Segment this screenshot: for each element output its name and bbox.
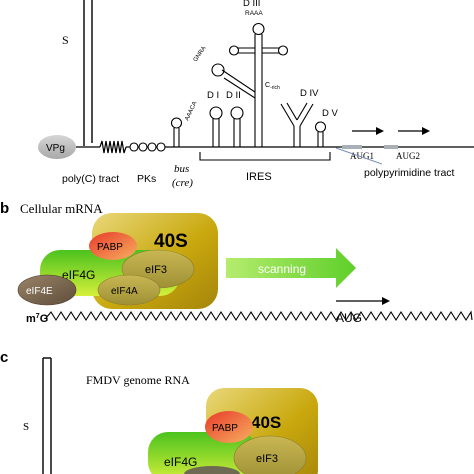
panel-b-title: Cellular mRNA (20, 201, 103, 216)
raaa-motif-label: RAAA (245, 10, 263, 17)
polypyrimidine-segment-1 (342, 145, 362, 149)
m7g-cap-label: m7G (26, 313, 48, 325)
panel-c-title: FMDV genome RNA (86, 373, 190, 387)
aug2-label: AUG2 (396, 151, 420, 161)
polyc-tract-zigzag (99, 140, 127, 154)
aug1-arrow-head (376, 127, 384, 135)
pabp-factor-b (89, 232, 137, 260)
eif3-factor-c (233, 435, 307, 474)
cap-7: 7 (36, 313, 40, 320)
polypyrimidine-label: polypyrimidine tract (364, 167, 455, 179)
d3-gnra-arm-bottom (223, 77, 256, 99)
pabp-label-c: PABP (212, 423, 238, 434)
pk-loop-2 (138, 142, 148, 152)
pk-loop-1 (129, 142, 139, 152)
vpg-protein (38, 135, 76, 159)
pabp-label-b: PABP (97, 242, 123, 253)
eif4g-label-b: eIF4G (62, 268, 95, 282)
cap-g: G (40, 313, 49, 325)
ribosome-40s-label-c: 40S (251, 413, 281, 432)
polyc-tract-label: poly(C) tract (62, 173, 119, 185)
d1-loop (209, 106, 223, 120)
eif4g-label-c: eIF4G (164, 455, 197, 469)
eif4a-factor-b (97, 274, 161, 306)
mrna-wave-b (45, 310, 473, 322)
eif3-label-c: eIF3 (256, 453, 278, 465)
d4-label: D IV (300, 88, 319, 99)
d5-label: D V (322, 108, 339, 119)
aug1-label: AUG1 (350, 151, 374, 161)
pabp-factor-c (205, 411, 253, 443)
d1-label: D I (207, 90, 219, 101)
eif3-label-b: eIF3 (145, 264, 167, 276)
eif4e-label-b: eIF4E (26, 286, 53, 297)
ires-label: IRES (246, 171, 272, 183)
raaa-loop (252, 22, 265, 36)
polypyrimidine-pointer (335, 147, 383, 165)
scanning-label: scanning (258, 262, 306, 276)
d4-left-arm-inner (286, 102, 298, 121)
cre-loop (170, 117, 183, 129)
cre-label: (cre) (172, 177, 193, 189)
scanning-arrow (226, 248, 356, 288)
ires-bracket (199, 152, 331, 161)
polypyrimidine-segment-2 (384, 145, 398, 149)
crich-sub: -rich (270, 85, 280, 91)
d2-label: D II (226, 90, 241, 101)
d4-right-arm-outer (299, 103, 314, 127)
pk-loop-4 (156, 142, 166, 152)
d3-right-loop (277, 45, 289, 56)
d3-label: D III (243, 0, 260, 9)
vpg-label: VPg (46, 143, 65, 154)
d3-gnra-arm-top (221, 69, 256, 93)
aaaca-motif-label: AAACA (184, 101, 198, 122)
panel-a: S VPg poly(C) tract PKs bus (cre) AAACA … (38, 0, 474, 189)
panel-b: b Cellular mRNA 40S eIF4G PABP eIF3 eIF4… (0, 200, 473, 325)
aug-arrow-head-b (382, 297, 390, 305)
gnra-motif-label: GNRA (193, 45, 208, 63)
eif4a-label-b: eIF4A (111, 286, 138, 297)
panel-c-letter: c (0, 349, 8, 366)
d4-left-arm-outer (280, 103, 295, 127)
bus-label: bus (174, 163, 189, 175)
s-stem-label: S (62, 33, 69, 47)
s-stem-label-c: S (23, 421, 29, 433)
aug2-arrow-head (422, 127, 430, 135)
eif4e-factor-b (17, 274, 77, 306)
ribosome-40s-label-b: 40S (154, 231, 188, 252)
pk-loop-3 (147, 142, 157, 152)
d5-loop (314, 121, 327, 133)
d4-right-arm-inner (296, 102, 308, 121)
gnra-loop (211, 63, 225, 77)
crich-c: C (265, 82, 270, 89)
panel-c: c FMDV genome RNA S 40S eIF4G PABP eIF3 (0, 349, 318, 474)
eif4a-factor-c-partial (184, 466, 240, 474)
crich-motif-label: C-rich (265, 82, 280, 91)
cap-m: m (26, 313, 36, 325)
d3-left-loop (228, 45, 240, 56)
d2-loop (230, 106, 244, 120)
panel-b-letter: b (0, 200, 9, 217)
pks-label: PKs (137, 173, 156, 185)
